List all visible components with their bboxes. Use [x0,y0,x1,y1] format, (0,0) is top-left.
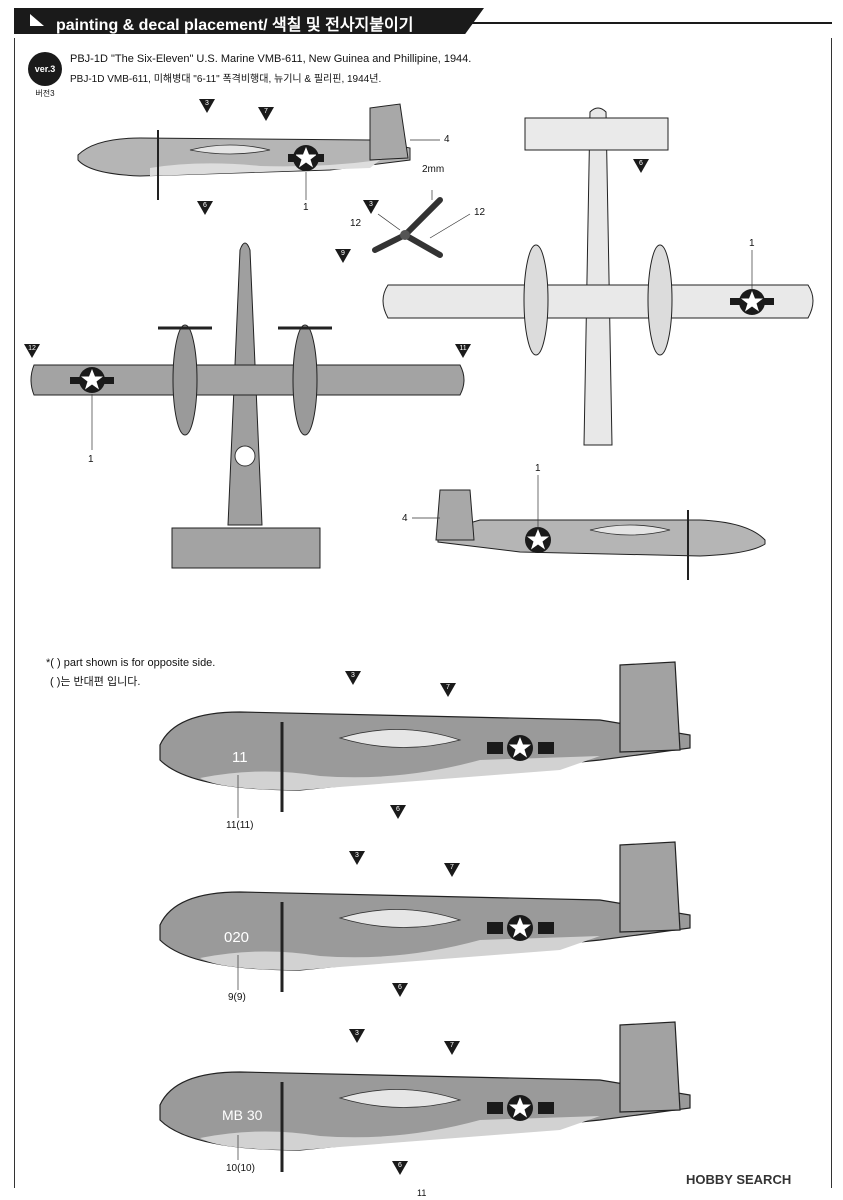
propeller-detail [372,190,471,258]
marker-3-l1: 3 [345,671,361,685]
marker-3-a-number: 3 [205,100,209,107]
nose-code-1: 11 [232,749,248,766]
marker-12-plan-number: 12 [28,345,36,352]
decal-12-label-b: 12 [474,207,486,218]
plan-view-bottom [382,107,814,446]
scheme-title: PBJ-1D "The Six-Eleven" U.S. Marine VMB-… [70,53,472,65]
marker-9-prop-number: 9 [341,250,345,257]
scheme-title-korean: PBJ-1D VMB-611, 미해병대 "6-11" 폭격비행대, 뉴기니 &… [70,74,382,85]
marker-7-l2: 7 [444,863,460,877]
marker-7-a-number: 7 [264,108,268,115]
version-badge: ver.3 [28,52,62,86]
marker-6-a-number: 6 [203,202,207,209]
side-view-small-right [435,489,766,580]
section-title: painting & decal placement/ 색칠 및 전사지붙이기 [56,17,414,34]
variant-3-decal-label: 10(10) [226,1163,255,1174]
marker-7-l3: 7 [444,1041,460,1055]
decal-4-label-a: 4 [444,134,450,145]
header-bar [14,8,484,34]
opposite-side-note-korean: ( )는 반대편 입니다. [50,676,141,688]
marker-7-l1: 7 [440,683,456,697]
marker-3-l1-number: 3 [351,672,355,679]
page-number: 11 [417,1188,427,1198]
marker-3-a: 3 [199,99,215,113]
variant-2-decal-label: 9(9) [228,992,246,1003]
decal-1-label-c: 1 [749,238,755,249]
header-rule [472,22,832,24]
marker-3-l2-number: 3 [355,852,359,859]
marker-12-plan: 12 [24,344,40,358]
side-view-small-left [77,103,411,200]
decal-4-label-b: 4 [402,513,408,524]
marker-7-l2-number: 7 [450,864,454,871]
plan-view-top [30,242,465,569]
side-view-large-2: 020 [159,841,691,992]
marker-6-l1-number: 6 [396,806,400,813]
nose-code-2: 020 [224,929,249,946]
version-label: 버전3 [35,89,55,98]
opposite-side-note: *( ) part shown is for opposite side. [46,657,216,669]
page-frame [14,38,832,1188]
decal-12-label-a: 12 [350,218,362,229]
decal-1-label-b: 1 [88,454,94,465]
marker-6-bottom-number: 6 [639,160,643,167]
marker-6-l1: 6 [390,805,406,819]
marker-3-l3-number: 3 [355,1030,359,1037]
decal-1-label-d: 1 [535,463,541,474]
marker-3-l2: 3 [349,851,365,865]
header-arrow-icon [30,14,44,26]
marker-9-prop: 9 [335,249,351,263]
section-header: painting & decal placement/ 색칠 및 전사지붙이기 [14,8,832,34]
marker-7-a: 7 [258,107,274,121]
marker-6-l3-number: 6 [398,1162,402,1169]
marker-6-l3: 6 [392,1161,408,1175]
decal-1-label-a: 1 [303,202,309,213]
marker-6-l2: 6 [392,983,408,997]
marker-7-l1-number: 7 [446,684,450,691]
side-view-large-3: MB 30 [159,1021,691,1172]
nose-code-3: MB 30 [222,1107,263,1123]
side-view-large-1: 11 [159,661,691,812]
marker-7-l3-number: 7 [450,1042,454,1049]
marker-11-plan-number: 11 [459,345,466,352]
marker-6-l2-number: 6 [398,984,402,991]
marker-3-l3: 3 [349,1029,365,1043]
marker-11-plan: 11 [455,344,471,358]
watermark-logo: HOBBY SEARCH [686,1172,792,1187]
marker-6-a: 6 [197,201,213,215]
marker-6-bottom: 6 [633,159,649,173]
marker-3-prop-number: 3 [369,201,373,208]
dimension-label: 2mm [422,164,445,175]
variant-1-decal-label: 11(11) [226,820,254,831]
marker-3-prop: 3 [363,200,379,214]
